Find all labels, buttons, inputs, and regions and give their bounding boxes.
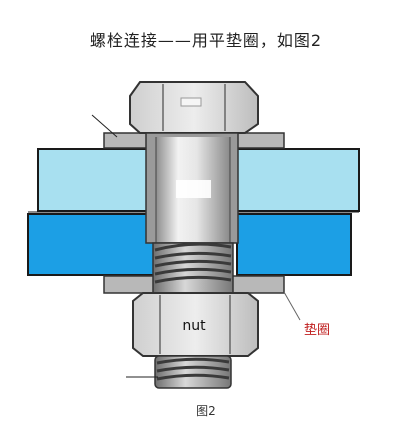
upper-plate-left	[37, 148, 157, 212]
upper-plate-right	[236, 148, 360, 212]
bolt-shank	[145, 132, 239, 244]
bolt-thread	[152, 242, 234, 294]
nut-label: nut	[182, 318, 206, 334]
bolt-head	[129, 81, 259, 134]
bolt-end-thread	[154, 355, 232, 389]
nut: nut	[132, 292, 259, 357]
lower-plate-left	[27, 213, 157, 276]
lower-plate-right	[236, 213, 352, 276]
figure-title: 螺栓连接——用平垫圈，如图2	[89, 31, 323, 50]
figure-caption: 图2	[196, 404, 216, 418]
head-leader-line	[91, 114, 118, 138]
washer-label: 垫圈	[304, 322, 330, 338]
washer-leader-line	[283, 291, 301, 321]
